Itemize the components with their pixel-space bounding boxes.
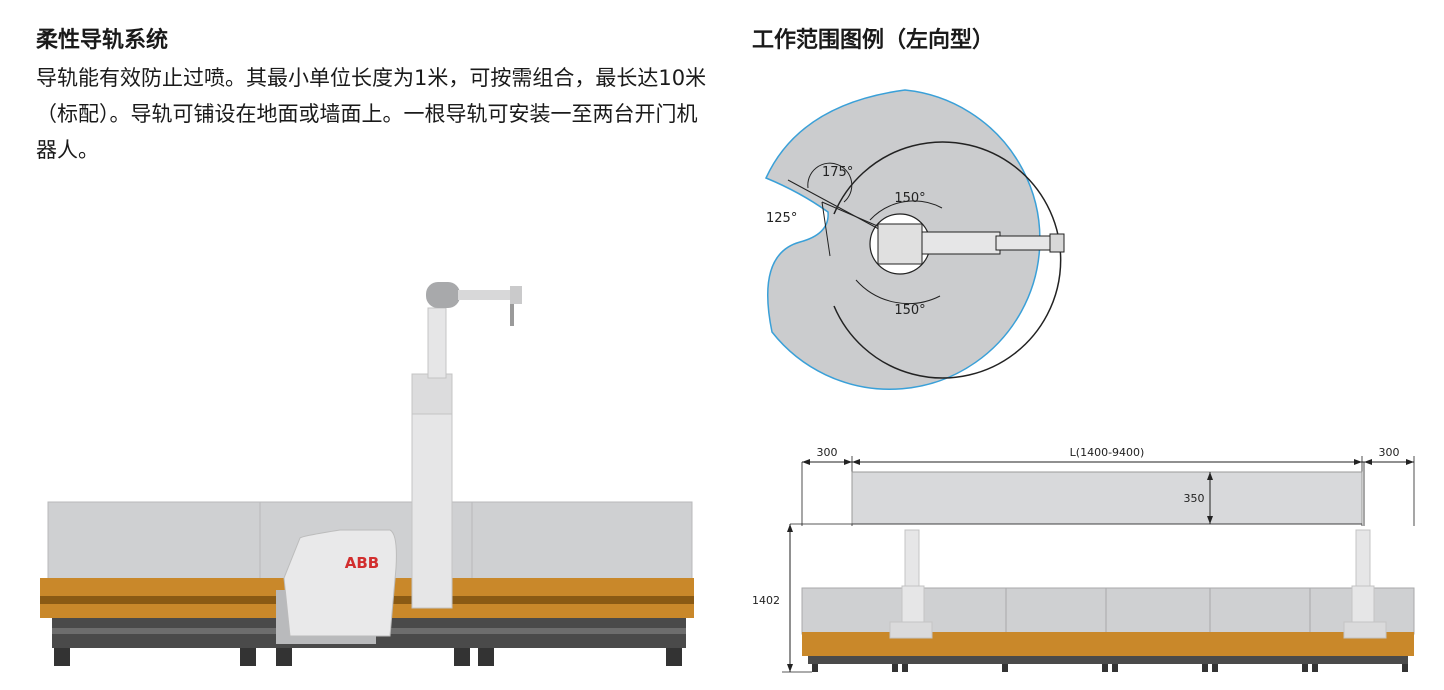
dim-left-300: 300 <box>817 446 838 459</box>
dim-length: L(1400-9400) <box>1070 446 1145 459</box>
angle-label-150-top: 150° <box>894 191 925 206</box>
robot-on-rail-illustration: ABB <box>40 282 694 666</box>
dim-right-300: 300 <box>1379 446 1400 459</box>
section-description: 导轨能有效防止过喷。其最小单位长度为1米，可按需组合，最长达10米（标配）。导轨… <box>36 66 707 162</box>
angle-label-125: 125° <box>766 211 797 226</box>
dim-total-1402: 1402 <box>752 594 780 607</box>
angle-label-175: 175° <box>822 165 853 180</box>
section-title: 柔性导轨系统 <box>36 28 169 53</box>
rail-dimension-drawing: 300 L(1400-9400) 300 350 1402 <box>752 446 1415 673</box>
angle-label-150-bottom: 150° <box>894 303 925 318</box>
robot-logo: ABB <box>345 554 379 572</box>
dim-height-350: 350 <box>1184 492 1205 505</box>
work-range-diagram: 175° 125° 150° 150° <box>764 89 1065 390</box>
work-range-title: 工作范围图例（左向型） <box>752 28 995 53</box>
